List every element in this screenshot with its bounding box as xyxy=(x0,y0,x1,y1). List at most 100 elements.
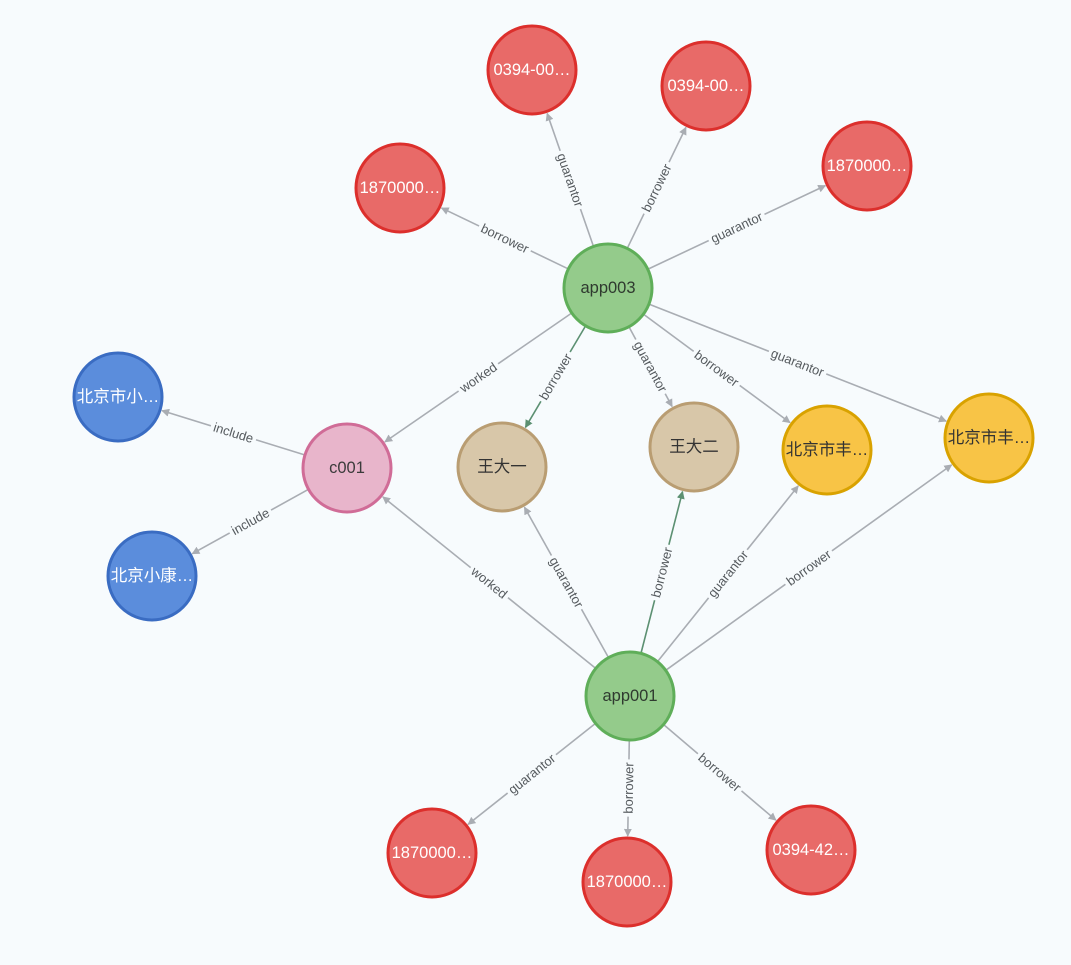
edge-label-background xyxy=(475,217,535,259)
edge-label-group: borrower xyxy=(533,347,577,406)
edge-label-group: guarantor xyxy=(552,147,589,212)
edge-app003-p_top_right[interactable]: borrower xyxy=(626,126,687,249)
edge-label-background xyxy=(635,158,677,218)
edge-app003-p_left_top[interactable]: borrower xyxy=(440,207,569,270)
node-circle[interactable] xyxy=(72,351,164,443)
node-addr_h1[interactable]: 北京市丰… xyxy=(781,404,873,496)
node-circle[interactable] xyxy=(386,807,478,899)
node-circle[interactable] xyxy=(943,392,1035,484)
edge-app003-p_right_top[interactable]: guarantor xyxy=(647,184,827,270)
node-p_left_top[interactable]: 1870000… xyxy=(354,142,446,234)
edge-label: borrower xyxy=(783,546,834,589)
node-wang2[interactable]: 王大二 xyxy=(648,401,740,493)
edge-c001-addr_c2[interactable]: include xyxy=(191,488,309,555)
edge-label-background xyxy=(544,551,590,614)
node-c001[interactable]: c001 xyxy=(301,422,393,514)
edge-label-group: guarantor xyxy=(701,544,754,603)
edge-label-group: worked xyxy=(465,560,514,604)
edge-label-group: borrower xyxy=(619,759,637,817)
edge-label: borrower xyxy=(695,750,744,795)
edge-label-background xyxy=(688,344,746,392)
edge-label-background xyxy=(225,502,275,540)
nodes-layer: app003 app001 c001 0394-00… 0394-00… 1870000…… xyxy=(72,24,1035,928)
edge-label: borrower xyxy=(536,350,575,402)
edge-label-background xyxy=(552,147,589,212)
node-circle[interactable] xyxy=(648,401,740,493)
node-p_bottom_mid[interactable]: 1870000… xyxy=(581,836,673,928)
edge-label-group: guarantor xyxy=(502,747,561,800)
node-circle[interactable] xyxy=(301,422,393,514)
edge-label: guarantor xyxy=(769,345,827,380)
edge-app001-wang2[interactable]: borrower xyxy=(640,490,685,654)
node-circle[interactable] xyxy=(106,530,198,622)
node-circle[interactable] xyxy=(584,650,676,742)
edge-app003-wang2[interactable]: guarantor xyxy=(628,326,674,408)
edge-label: guarantor xyxy=(546,554,587,610)
edge-label-group: borrower xyxy=(475,217,535,259)
node-circle[interactable] xyxy=(486,24,578,116)
edge-label: include xyxy=(229,505,272,538)
edge-label: guarantor xyxy=(705,547,752,600)
edge-label-background xyxy=(701,544,754,603)
node-circle[interactable] xyxy=(821,120,913,212)
edge-label-background xyxy=(208,417,259,448)
edge-app001-p_bottom_left[interactable]: guarantor xyxy=(467,722,597,826)
edge-label-background xyxy=(704,206,768,248)
edge-label-group: borrower xyxy=(692,746,748,798)
edge-label-background xyxy=(619,759,637,817)
edge-label-background xyxy=(502,747,561,800)
edge-label-group: guarantor xyxy=(628,335,674,398)
node-addr_c2[interactable]: 北京小康… xyxy=(106,530,198,622)
edge-label-group: borrower xyxy=(635,158,677,218)
edge-label-group: borrower xyxy=(780,543,837,591)
edge-app003-c001[interactable]: worked xyxy=(384,312,573,443)
edge-label-background xyxy=(645,542,677,603)
edge-label: borrower xyxy=(648,545,675,599)
edge-label-group: guarantor xyxy=(544,551,590,614)
edge-label-background xyxy=(780,543,837,591)
edge-app001-wang1[interactable]: guarantor xyxy=(523,506,610,658)
node-circle[interactable] xyxy=(581,836,673,928)
edge-app001-addr_h1[interactable]: guarantor xyxy=(656,485,799,663)
node-p_top_right[interactable]: 0394-00… xyxy=(660,40,752,132)
node-circle[interactable] xyxy=(562,242,654,334)
node-circle[interactable] xyxy=(781,404,873,496)
edge-label-background xyxy=(628,335,674,398)
edge-label: guarantor xyxy=(631,339,671,396)
edge-label-group: borrower xyxy=(645,542,677,603)
node-addr_c1[interactable]: 北京市小… xyxy=(72,351,164,443)
node-circle[interactable] xyxy=(456,421,548,513)
edge-label-background xyxy=(692,746,748,798)
node-circle[interactable] xyxy=(765,804,857,896)
edge-label: borrower xyxy=(621,762,637,814)
node-p_top_left[interactable]: 0394-00… xyxy=(486,24,578,116)
edge-app003-p_top_left[interactable]: guarantor xyxy=(545,112,595,247)
edge-label-group: include xyxy=(225,502,275,540)
edge-app001-p_bottom_right[interactable]: borrower xyxy=(662,723,777,821)
node-p_right_top[interactable]: 1870000… xyxy=(821,120,913,212)
edge-label: guarantor xyxy=(505,750,558,797)
edge-c001-addr_c1[interactable]: include xyxy=(161,408,306,456)
edge-label-background xyxy=(533,347,577,406)
edge-app001-addr_h2[interactable]: borrower xyxy=(665,464,953,671)
node-app001[interactable]: app001 xyxy=(584,650,676,742)
edge-label-background xyxy=(765,342,830,382)
node-addr_h2[interactable]: 北京市丰… xyxy=(943,392,1035,484)
edge-label-group: include xyxy=(208,417,259,448)
edge-label-background xyxy=(465,560,514,604)
node-circle[interactable] xyxy=(354,142,446,234)
node-wang1[interactable]: 王大一 xyxy=(456,421,548,513)
edge-label: guarantor xyxy=(554,151,587,209)
node-circle[interactable] xyxy=(660,40,752,132)
edge-label: borrower xyxy=(479,221,532,257)
edge-label-group: guarantor xyxy=(704,206,768,248)
edge-label-group: guarantor xyxy=(765,342,830,382)
node-app003[interactable]: app003 xyxy=(562,242,654,334)
edge-label: borrower xyxy=(639,161,675,214)
edge-app003-wang1[interactable]: borrower xyxy=(524,325,587,429)
edge-app001-p_bottom_mid[interactable]: borrower xyxy=(619,739,637,837)
node-p_bottom_right[interactable]: 0394-42… xyxy=(765,804,857,896)
edge-label: worked xyxy=(467,563,510,602)
node-p_bottom_left[interactable]: 1870000… xyxy=(386,807,478,899)
